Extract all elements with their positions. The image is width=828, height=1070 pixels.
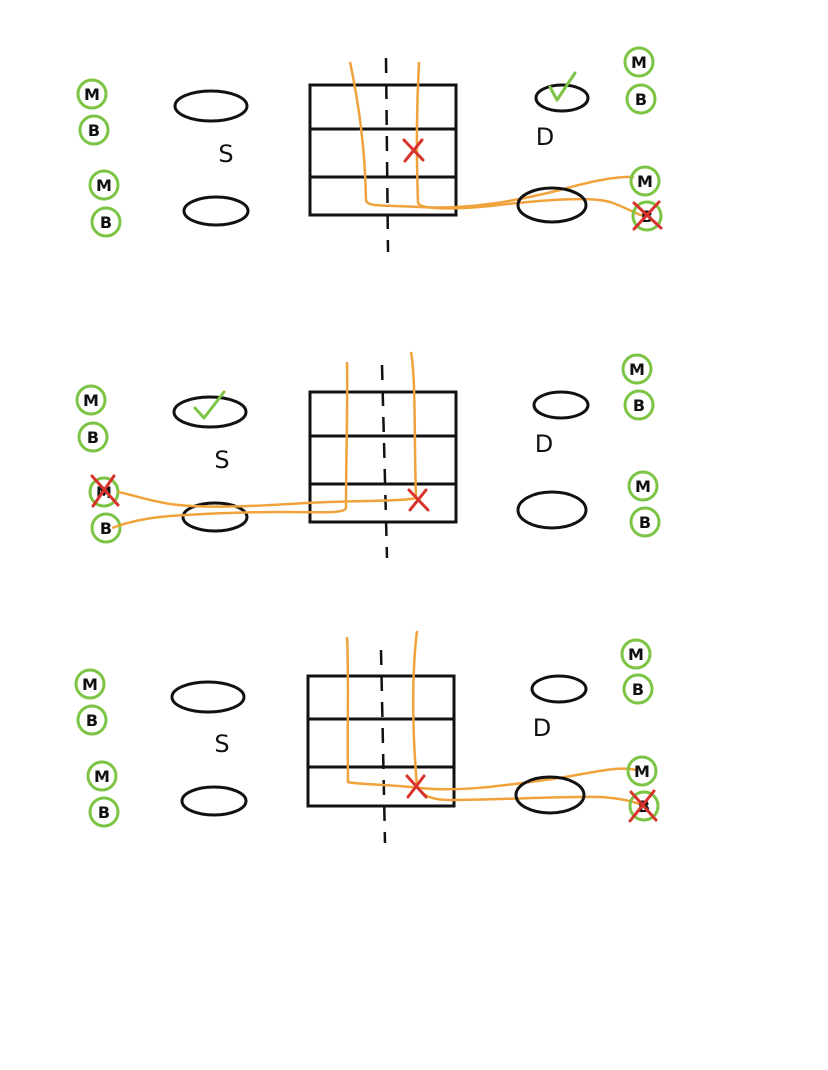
badge-right-top-b: B — [622, 673, 654, 705]
grid-table — [308, 83, 458, 217]
svg-text:M: M — [631, 53, 647, 72]
svg-text:B: B — [100, 213, 112, 232]
svg-text:M: M — [637, 172, 653, 191]
badge-left-top-b: B — [76, 704, 108, 736]
badge-left-bottom-b: B — [90, 512, 122, 544]
svg-text:M: M — [84, 85, 100, 104]
svg-text:M: M — [96, 176, 112, 195]
svg-text:M: M — [635, 477, 651, 496]
left-top-oval — [170, 680, 246, 714]
svg-text:B: B — [88, 121, 100, 140]
cross-icon — [90, 474, 120, 508]
svg-text:B: B — [100, 519, 112, 538]
right-top-oval — [532, 390, 590, 420]
badge-left-bottom-b: B — [90, 206, 122, 238]
center-dashed-line — [384, 57, 390, 253]
panel-2: M B M B S — [75, 351, 661, 559]
svg-text:M: M — [634, 762, 650, 781]
badge-left-bottom-b: B — [88, 796, 120, 828]
badge-right-top-m: M — [621, 353, 653, 385]
panel-1: M B M B S — [76, 46, 663, 253]
badge-left-top-b: B — [78, 114, 110, 146]
center-dashed-line — [379, 649, 387, 844]
badge-left-top-m: M — [74, 668, 106, 700]
left-bottom-oval — [180, 785, 248, 817]
badge-right-bottom-m: M — [629, 165, 661, 197]
right-top-oval — [534, 83, 590, 113]
badge-left-top-b: B — [77, 421, 109, 453]
route-path — [345, 636, 637, 791]
left-top-oval — [173, 89, 249, 123]
left-label: S — [214, 730, 229, 758]
svg-text:M: M — [82, 675, 98, 694]
badge-right-top-b: B — [625, 83, 657, 115]
right-bottom-oval — [516, 186, 588, 224]
badge-right-top-b: B — [623, 389, 655, 421]
badge-right-bottom-m: M — [627, 470, 659, 502]
svg-text:B: B — [635, 90, 647, 109]
left-bottom-oval — [182, 195, 250, 227]
cross-icon — [632, 200, 663, 231]
svg-text:B: B — [632, 680, 644, 699]
check-icon — [548, 71, 577, 102]
route-path — [348, 61, 635, 209]
cross-icon — [628, 789, 658, 823]
check-icon — [193, 390, 226, 420]
left-top-oval — [172, 395, 248, 429]
badge-left-top-m: M — [75, 384, 107, 416]
right-bottom-oval — [516, 490, 588, 530]
svg-text:M: M — [94, 767, 110, 786]
right-label: D — [533, 714, 551, 742]
left-bottom-oval — [181, 501, 249, 533]
left-label: S — [218, 140, 233, 168]
badge-right-top-m: M — [623, 46, 655, 78]
badge-left-bottom-m: M — [86, 760, 118, 792]
right-top-oval — [530, 674, 588, 704]
badge-right-top-m: M — [620, 638, 652, 670]
svg-text:M: M — [628, 645, 644, 664]
route-path — [415, 61, 645, 218]
cross-icon — [405, 774, 428, 799]
svg-text:M: M — [629, 360, 645, 379]
cross-icon — [402, 138, 425, 163]
badge-left-bottom-m: M — [88, 169, 120, 201]
cross-icon — [407, 488, 430, 512]
left-label: S — [214, 446, 229, 474]
grid-table — [306, 674, 456, 808]
right-bottom-oval — [514, 775, 586, 815]
badge-left-top-m: M — [76, 78, 108, 110]
svg-text:B: B — [87, 428, 99, 447]
route-path — [111, 361, 349, 530]
badge-right-bottom-m: M — [626, 755, 658, 787]
center-dashed-line — [380, 364, 389, 559]
svg-text:B: B — [86, 711, 98, 730]
svg-text:B: B — [633, 396, 645, 415]
svg-text:M: M — [83, 391, 99, 410]
svg-text:B: B — [639, 513, 651, 532]
right-label: D — [536, 123, 554, 151]
panel-3: M B M B S D — [74, 630, 660, 844]
svg-text:B: B — [98, 803, 110, 822]
route-path — [117, 351, 418, 508]
route-path — [411, 630, 645, 808]
badge-right-bottom-b: B — [629, 506, 661, 538]
right-label: D — [535, 430, 553, 458]
